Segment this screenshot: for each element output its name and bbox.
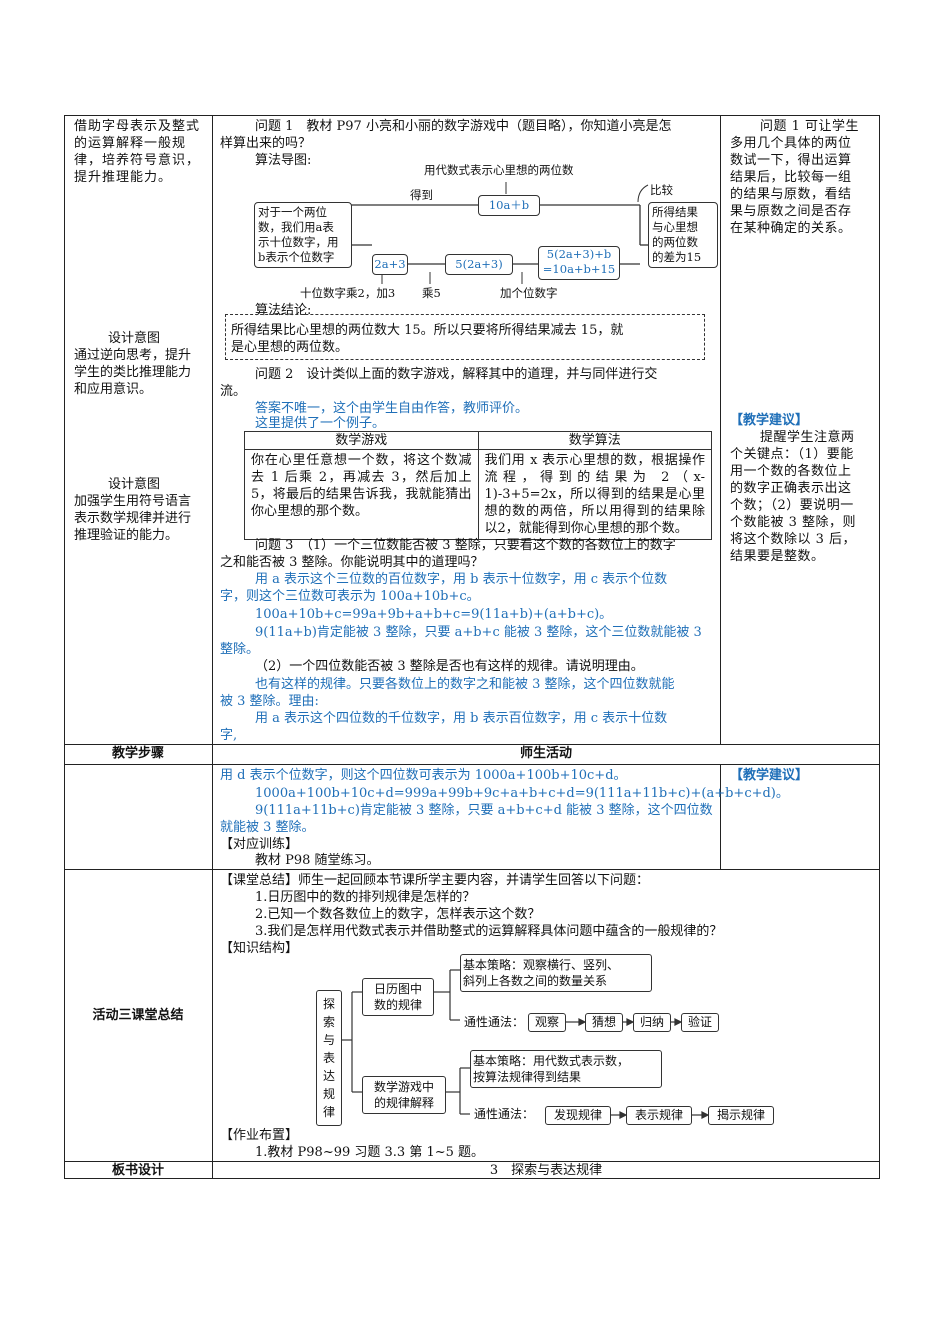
training-title: 【对应训练】: [220, 837, 299, 852]
summary-line1: 【课堂总结】师生一起回顾本节课所学主要内容，并请学生回答以下问题：: [220, 873, 650, 888]
q3b: （2）一个四位数能否被 3 整除是否也有这样的规律。请说明理由。: [255, 659, 644, 674]
a3-line3: 100a+10b+c=99a+9b+a+b+c=9(11a+b)+(a+b+c)…: [255, 607, 613, 622]
header-activities: 师生活动: [519, 746, 572, 761]
structure-title: 【知识结构】: [220, 941, 299, 956]
design-intent-2-title: 设计意图: [108, 477, 161, 492]
grid-col2-a: [720, 115, 721, 744]
kmap-general1: 通性通法：: [464, 1015, 525, 1029]
conclusion-line1: 所得结果比心里想的两位数大 15。所以只要将所得结果减去 15，就: [231, 323, 624, 338]
flow-compare-label: 比较: [650, 183, 673, 197]
expr-2a-3: 2a+3: [372, 254, 408, 275]
flow-diagram: 用代数式表示心里想的两位数 得到 比较 10a＋b 对于一个两位 数，我们用a表…: [220, 160, 720, 305]
q1-line2: 样算出来的吗？: [220, 136, 312, 151]
q3-line2: 之和能否被 3 整除。你能说明其中的道理吗？: [220, 555, 484, 570]
q3-line1: 问题 3 （1）一个三位数能否被 3 整除，只要看这个数的各数位上的数字: [255, 538, 676, 553]
game-table-cell-1: 你在心里任意想一个数，将这个数减去 1 后乘 2，再减去 3，然后加上 5，将最…: [244, 449, 479, 540]
flow-left-box: 对于一个两位 数，我们用a表 示十位数字，用 b表示个位数字: [254, 202, 352, 268]
knowledge-map: 探索 与表 达规 律 日历图中数的规律 基本策略：观察横行、竖列、斜列上各数之间…: [300, 950, 780, 1130]
kmap-game: 数学游戏中的规律解释: [362, 1076, 446, 1114]
kmap-guess: 猜想: [585, 1013, 623, 1032]
cont-line4: 就能被 3 整除。: [220, 820, 315, 835]
q1-line1: 问题 1 教材 P97 小亮和小丽的数字游戏中（题目略），你知道小亮是怎: [255, 119, 672, 134]
grid-row-header-bot: [64, 764, 880, 765]
kmap-calendar: 日历图中数的规律: [362, 978, 434, 1016]
grid-right: [879, 115, 880, 1179]
a3-line2: 字，则这个三位数可表示为 100a+10b+c。: [220, 589, 480, 604]
board-title: 3 探索与表达规律: [489, 1163, 603, 1178]
flow-step1: 十位数字乘2，加3: [300, 286, 396, 300]
cont-line1: 用 d 表示个位数字，则这个四位数可表示为 1000a+100b+10c+d。: [220, 768, 627, 783]
expr-result: 5(2a+3)+b =10a+b+15: [538, 246, 620, 280]
grid-col1: [212, 115, 213, 1179]
kmap-general2: 通性通法：: [474, 1107, 535, 1121]
header-steps: 教学步骤: [111, 746, 164, 761]
q2-line1: 问题 2 设计类似上面的数字游戏，解释其中的道理，并与同伴进行交: [255, 367, 658, 382]
teaching-tip-title-2: 【教学建议】: [730, 768, 809, 783]
kmap-root: 探索 与表 达规 律: [316, 990, 342, 1126]
game-table-cell-2: 我们用 x 表示心里想的数，根据操作流程，得到的结果为 2（x-1)-3+5=2…: [477, 449, 712, 540]
intent-top: 借助字母表示及整式 的运算解释一般规 律，培养符号意识， 提升推理能力。: [74, 119, 201, 185]
a3-line4: 9(11a+b)肯定能被 3 整除，只要 a+b+c 能被 3 整除，这个三位数…: [255, 625, 702, 640]
a3b-line3: 用 a 表示这个四位数的千位数字，用 b 表示百位数字，用 c 表示十位数: [255, 711, 668, 726]
kmap-basic2: 基本策略：用代数式表示数，按算法规律得到结果: [470, 1050, 662, 1088]
kmap-basic1: 基本策略：观察横行、竖列、斜列上各数之间的数量关系: [460, 954, 652, 992]
conclusion-box: [225, 314, 705, 360]
teaching-tip-text: 提醒学生注意两 个关键点：（1）要能 用一个数的各数位上 的数字正确表示出这 个…: [730, 430, 857, 564]
cont-line3: 9(111a+11b+c)肯定能被 3 整除，只要 a+b+c+d 能被 3 整…: [255, 803, 713, 818]
summary-line4: 3.我们是怎样用代数式表示并借助整式的运算解释具体问题中蕴含的一般规律的？: [255, 924, 723, 939]
cont-line2: 1000a+100b+10c+d=999a+99b+9c+a+b+c+d=9(1…: [255, 786, 789, 801]
grid-row-header-top: [64, 744, 880, 745]
conclusion-line2: 是心里想的两位数。: [231, 340, 349, 355]
design-intent-1-title: 设计意图: [108, 331, 161, 346]
algo-title: 算法导图:: [255, 153, 312, 168]
board-label: 板书设计: [111, 1163, 164, 1178]
kmap-verify: 验证: [681, 1013, 719, 1032]
game-table-header-2: 数学算法: [477, 431, 712, 450]
q2-line2: 流。: [220, 384, 247, 399]
kmap-express: 表示规律: [626, 1106, 692, 1125]
kmap-induce: 归纳: [633, 1013, 671, 1032]
grid-bottom: [64, 1178, 880, 1179]
kmap-reveal: 揭示规律: [708, 1106, 774, 1125]
a3b-line1: 也有这样的规律。只要各数位上的数字之和能被 3 整除，这个四位数就能: [255, 677, 675, 692]
a3-line5: 整除。: [220, 642, 260, 657]
flow-got-label: 得到: [410, 188, 433, 202]
summary-label: 活动三课堂总结: [92, 1008, 184, 1023]
expr-5-2a-3: 5(2a+3): [445, 254, 513, 275]
summary-line2: 1.日历图中的数的排列规律是怎样的？: [255, 890, 476, 905]
grid-top: [64, 115, 880, 116]
a3b-line2: 被 3 整除。理由:: [220, 694, 319, 709]
homework-text: 1.教材 P98~99 习题 3.3 第 1~5 题。: [255, 1145, 485, 1160]
grid-left: [64, 115, 65, 1179]
expr-10a-b: 10a＋b: [478, 195, 540, 216]
game-table-header-1: 数学游戏: [244, 431, 479, 450]
flow-top-label: 用代数式表示心里想的两位数: [424, 163, 574, 177]
grid-row-board-top: [64, 1161, 880, 1162]
a3b-line4: 字,: [220, 728, 238, 743]
q2-answer-line1: 答案不唯一，这个由学生自由作答，教师评价。: [255, 401, 529, 416]
design-intent-1-text: 通过逆向思考，提升 学生的类比推理能力 和应用意识。: [74, 348, 192, 397]
flow-step2: 乘5: [422, 286, 441, 300]
summary-line3: 2.已知一个数各数位上的数字，怎样表示这个数？: [255, 907, 541, 922]
kmap-observe: 观察: [528, 1013, 566, 1032]
flow-right-box: 所得结果 与心里想 的两位数 的差为15: [648, 202, 718, 268]
flow-step3: 加个位数字: [500, 286, 558, 300]
q2-answer-line2: 这里提供了一个例子。: [255, 416, 386, 431]
game-table: 数学游戏 数学算法 你在心里任意想一个数，将这个数减去 1 后乘 2，再减去 3…: [244, 431, 712, 540]
design-intent-2-text: 加强学生用符号语言 表示数学规律并进行 推理验证的能力。: [74, 494, 192, 543]
grid-row-summary-top: [64, 869, 880, 870]
kmap-discover: 发现规律: [545, 1106, 611, 1125]
grid-col2-b: [720, 764, 721, 869]
q1-tip: 问题 1 可让学生 多用几个具体的两位 数试一下，得出运算 结果后，比较每一组 …: [730, 119, 860, 236]
training-text: 教材 P98 随堂练习。: [255, 853, 380, 868]
a3-line1: 用 a 表示这个三位数的百位数字，用 b 表示十位数字，用 c 表示个位数: [255, 572, 668, 587]
teaching-tip-title: 【教学建议】: [730, 413, 809, 428]
homework-title: 【作业布置】: [220, 1128, 299, 1143]
